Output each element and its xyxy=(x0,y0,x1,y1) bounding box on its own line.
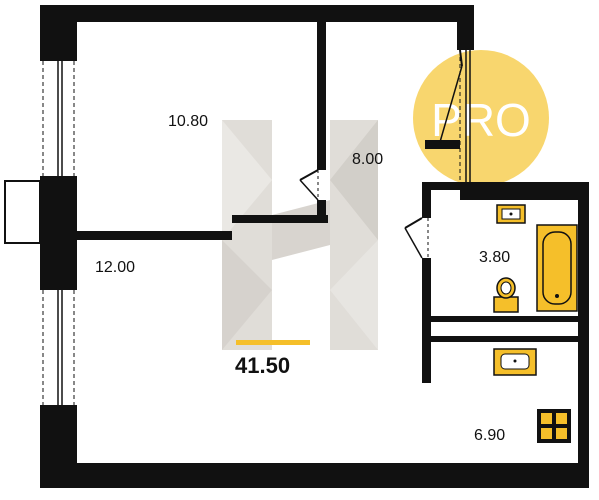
door-entrance xyxy=(439,49,463,143)
walls xyxy=(40,5,589,488)
kitchen-sink-icon xyxy=(493,348,537,376)
room-area-living-room: 12.00 xyxy=(95,259,135,276)
window-left-upper xyxy=(40,61,77,176)
fixtures xyxy=(236,204,578,443)
pro-badge: PRO xyxy=(413,50,549,186)
area-labels: 10.80 8.00 12.00 3.80 6.90 41.50 xyxy=(95,113,510,444)
doors xyxy=(299,49,463,259)
toilet-icon xyxy=(493,277,519,313)
watermark-logo xyxy=(222,120,378,350)
stove-icon xyxy=(537,409,571,443)
badge-text: PRO xyxy=(431,94,531,146)
room-area-bedroom: 10.80 xyxy=(168,113,208,130)
bathroom-sink-icon xyxy=(496,204,526,224)
door-bathroom xyxy=(404,217,429,259)
door-bedroom xyxy=(299,169,319,201)
room-area-kitchen-niche: 8.00 xyxy=(352,151,383,168)
bathtub-icon xyxy=(536,224,578,312)
balcony xyxy=(4,180,41,244)
room-area-bathroom: 3.80 xyxy=(479,249,510,266)
total-area-underline xyxy=(236,340,310,345)
total-area: 41.50 xyxy=(235,353,290,378)
room-area-hallway: 6.90 xyxy=(474,427,505,444)
window-left-lower xyxy=(40,290,77,405)
windows xyxy=(4,50,471,405)
